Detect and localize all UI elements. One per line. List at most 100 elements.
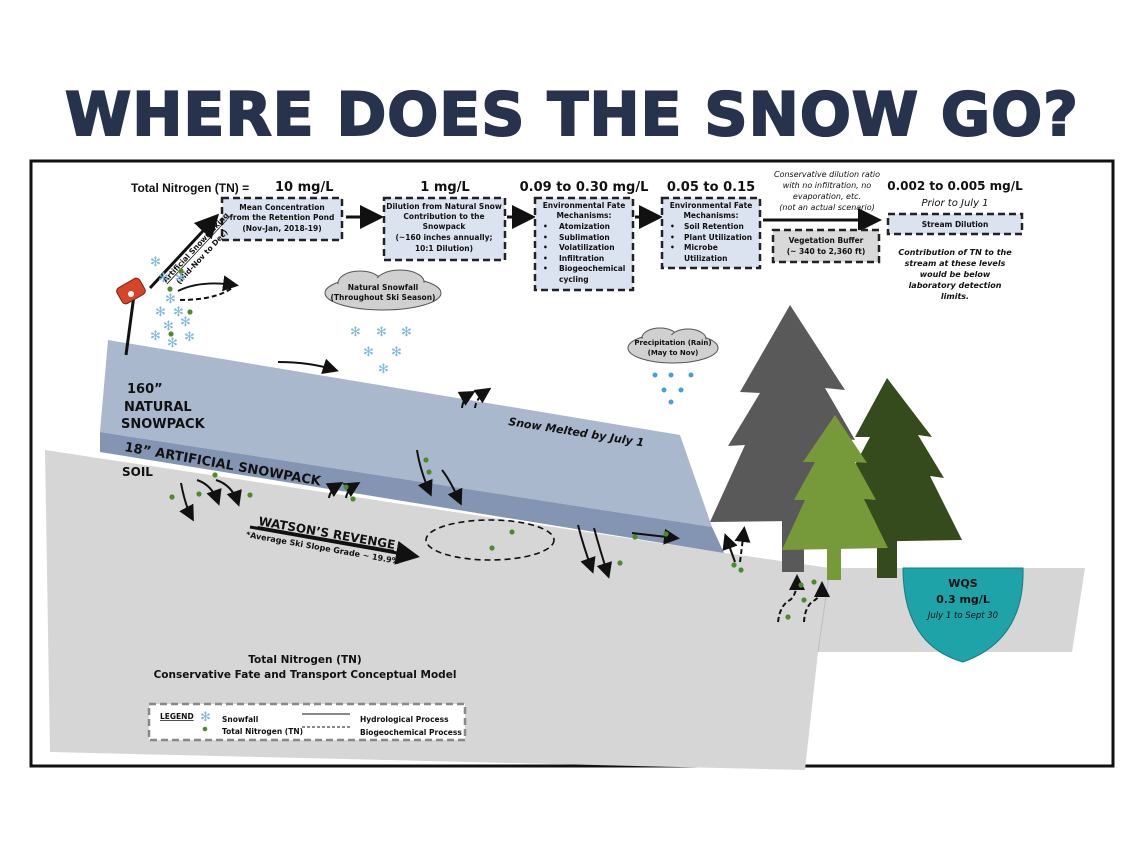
svg-text:•: •	[543, 254, 548, 263]
svg-text:✻: ✻	[150, 329, 161, 344]
natural-snowpack	[100, 340, 712, 527]
biogeochemical-arrow	[179, 287, 233, 301]
stage-value: 0.09 to 0.30 mg/L	[520, 180, 649, 195]
svg-text:✻: ✻	[150, 255, 161, 270]
slope-arrow	[249, 525, 420, 565]
svg-text:✻: ✻	[180, 315, 191, 330]
svg-text:✻: ✻	[167, 336, 178, 351]
svg-text:Environmental Fate: Environmental Fate	[543, 201, 626, 210]
svg-text:(Throughout Ski Season): (Throughout Ski Season)	[331, 293, 436, 302]
precipitation-cloud: Precipitation (Rain) (May to Nov)	[627, 327, 719, 364]
legend-item: Biogeochemical Process	[360, 728, 462, 737]
svg-text:Conservative dilution ratio: Conservative dilution ratio	[774, 170, 880, 179]
svg-text:✻: ✻	[155, 305, 166, 320]
natural-snowfall-cloud: Natural Snowfall (Throughout Ski Season)	[324, 269, 442, 311]
svg-text:✻: ✻	[401, 325, 412, 340]
hydrological-arrow	[277, 358, 339, 374]
stage-value: 1 mg/L	[420, 180, 469, 195]
legend-item: Snowfall	[222, 715, 258, 724]
svg-text:limits.: limits.	[941, 292, 969, 301]
retention-pond-box: Mean Concentration from the Retention Po…	[220, 196, 344, 242]
conservative-dilution-note: Conservative dilution ratio with no infi…	[774, 170, 880, 212]
svg-text:✻: ✻	[378, 362, 389, 377]
svg-text:Environmental Fate: Environmental Fate	[670, 201, 753, 210]
legend: LEGEND ✻ Snowfall Total Nitrogen (TN) Hy…	[147, 702, 467, 742]
tn-dots	[169, 457, 817, 620]
svg-text:Utilization: Utilization	[684, 254, 727, 263]
svg-text:Biogeochemical: Biogeochemical	[559, 264, 625, 273]
svg-text:✻: ✻	[184, 330, 195, 345]
svg-text:NATURAL: NATURAL	[124, 400, 192, 415]
process-arrows	[179, 387, 830, 623]
svg-text:✻: ✻	[350, 325, 361, 340]
svg-text:160”: 160”	[127, 382, 163, 397]
soil-label: SOIL	[122, 465, 153, 479]
artificial-snowpack	[100, 432, 724, 553]
svg-text:Infiltration: Infiltration	[559, 254, 604, 263]
svg-text:Microbe: Microbe	[684, 243, 718, 252]
svg-text:(May to Nov): (May to Nov)	[648, 349, 699, 357]
svg-text:from the Retention Pond: from the Retention Pond	[230, 213, 335, 222]
svg-text:(~ 340 to 2,360 ft): (~ 340 to 2,360 ft)	[787, 247, 866, 256]
final-value: 0.002 to 0.005 mg/L	[887, 179, 1023, 193]
snowflake-icon: ✻	[200, 710, 211, 725]
hydrological-arrow	[177, 275, 239, 292]
natural-snowpack-label: 160” NATURAL SNOWPACK	[121, 382, 206, 432]
svg-text:would be below: would be below	[920, 270, 991, 279]
svg-text:Contribution of TN to the: Contribution of TN to the	[898, 248, 1012, 257]
svg-text:✻: ✻	[363, 345, 374, 360]
natural-snow-dilution-box: Dilution from Natural Snow Contribution …	[382, 196, 507, 262]
svg-text:cycling: cycling	[559, 275, 589, 284]
svg-text:(not an actual scenario): (not an actual scenario)	[779, 203, 874, 212]
svg-text:Mechanisms:: Mechanisms:	[683, 211, 738, 220]
stage-value: 10 mg/L	[275, 180, 334, 195]
svg-text:Plant Utilization: Plant Utilization	[684, 233, 752, 242]
svg-text:Dilution from Natural Snow: Dilution from Natural Snow	[386, 202, 502, 211]
svg-text:•: •	[670, 233, 675, 242]
legend-title: LEGEND	[160, 712, 194, 721]
svg-text:✻: ✻	[376, 325, 387, 340]
svg-text:•: •	[670, 222, 675, 231]
tree-dark-green-icon	[840, 378, 962, 578]
svg-text:•: •	[543, 222, 548, 231]
legend-item: Hydrological Process	[360, 715, 449, 724]
svg-text:✻: ✻	[163, 319, 174, 334]
svg-text:✻: ✻	[165, 292, 176, 307]
svg-text:•: •	[543, 233, 548, 242]
svg-text:•: •	[543, 264, 548, 273]
svg-text:Mean Concentration: Mean Concentration	[239, 203, 324, 212]
svg-text:Contribution to the: Contribution to the	[403, 212, 484, 221]
svg-text:10:1 Dilution): 10:1 Dilution)	[415, 244, 473, 253]
model-subtitle: Conservative Fate and Transport Conceptu…	[154, 669, 457, 681]
svg-text:✻: ✻	[173, 305, 184, 320]
svg-text:stream at these levels: stream at these levels	[905, 259, 1006, 268]
svg-text:July 1 to Sept 30: July 1 to Sept 30	[926, 611, 998, 621]
green-dot-icon	[202, 726, 208, 732]
stage-value: 0.05 to 0.15	[667, 180, 755, 195]
snowmaking-arrow	[148, 213, 220, 290]
svg-text:Snowpack: Snowpack	[423, 222, 467, 231]
final-subtitle: Prior to July 1	[921, 198, 988, 209]
svg-text:•: •	[543, 243, 548, 252]
stream-dilution-box: Stream Dilution	[886, 212, 1024, 236]
svg-text:Atomization: Atomization	[559, 222, 610, 231]
svg-text:Mechanisms:: Mechanisms:	[556, 211, 611, 220]
snowmaking-particles: ✻✻✻ ✻✻✻ ✻✻✻ ✻✻	[150, 255, 195, 351]
svg-text:Vegetation Buffer: Vegetation Buffer	[789, 236, 864, 245]
page-title: WHERE DOES THE SNOW GO?	[64, 79, 1079, 151]
svg-text:laboratory detection: laboratory detection	[909, 281, 1002, 290]
tn-label: Total Nitrogen (TN) =	[131, 181, 249, 195]
svg-text:✻: ✻	[175, 271, 186, 286]
svg-text:•: •	[670, 243, 675, 252]
svg-text:Sublimation: Sublimation	[559, 233, 610, 242]
environmental-fate-box-2: Environmental Fate Mechanisms: • Soil Ret…	[660, 196, 762, 270]
snow-gun-icon	[116, 277, 146, 356]
svg-text:Stream Dilution: Stream Dilution	[922, 220, 989, 229]
svg-text:✻: ✻	[158, 271, 169, 286]
tree-light-green-icon	[782, 415, 888, 580]
natural-snowflakes: ✻✻✻ ✻✻✻	[350, 325, 412, 377]
legend-item: Total Nitrogen (TN)	[222, 727, 303, 736]
svg-text:evaporation, etc.: evaporation, etc.	[793, 192, 861, 201]
svg-text:Precipitation (Rain): Precipitation (Rain)	[634, 339, 711, 347]
svg-text:Soil Retention: Soil Retention	[684, 222, 744, 231]
